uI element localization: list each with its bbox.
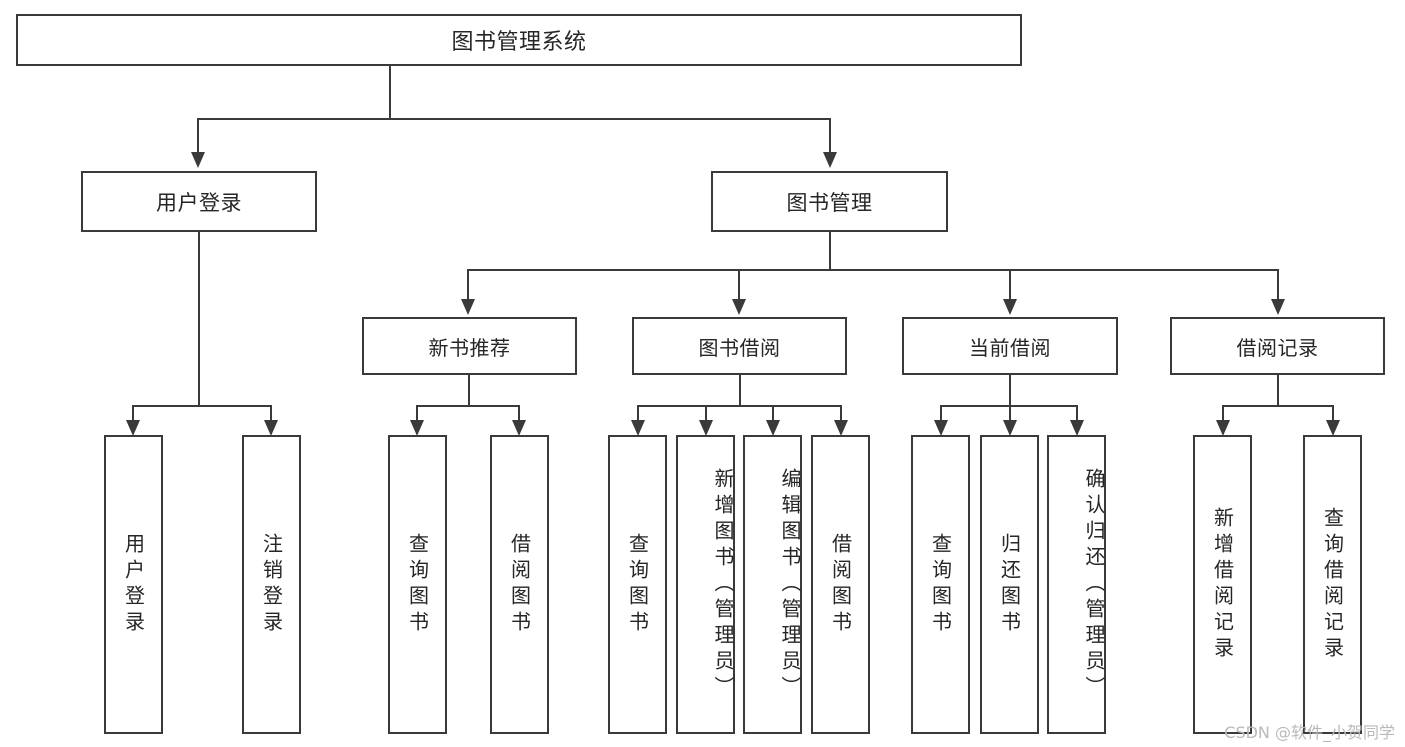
- node-label: 用户登录: [121, 532, 146, 637]
- leaf-query-book-recommend[interactable]: 查询图书: [388, 435, 447, 734]
- connector-book-borrow-drop-2: [705, 405, 707, 423]
- node-label: 新书推荐: [428, 335, 511, 360]
- arrow-to-user-login-leaf: [126, 420, 140, 436]
- connector-user-login-drop-1: [132, 405, 134, 423]
- connector-new-book-bus: [416, 405, 520, 407]
- arrow-to-logout-leaf: [264, 420, 278, 436]
- connector-current-borrow-stem: [1009, 375, 1011, 406]
- leaf-edit-book-admin[interactable]: 编辑图书（管理员）: [743, 435, 802, 734]
- node-label: 图书借阅: [698, 335, 781, 360]
- leaf-user-login[interactable]: 用户登录: [104, 435, 163, 734]
- connector-current-borrow-drop-2: [1009, 405, 1011, 423]
- leaf-return-book[interactable]: 归还图书: [980, 435, 1039, 734]
- connector-user-login-stem: [198, 232, 200, 406]
- leaf-confirm-return-admin[interactable]: 确认归还（管理员）: [1047, 435, 1106, 734]
- leaf-query-book-borrow[interactable]: 查询图书: [608, 435, 667, 734]
- node-label: 确认归还（管理员）: [1082, 467, 1106, 702]
- connector-level2-drop-left: [197, 118, 199, 154]
- connector-borrow-record-bus: [1222, 405, 1334, 407]
- node-label: 归还图书: [997, 532, 1022, 637]
- node-label: 查询图书: [625, 532, 650, 637]
- arrow-to-book-borrow: [732, 299, 746, 315]
- node-label: 图书管理系统: [451, 30, 587, 55]
- node-book-manage[interactable]: 图书管理: [711, 171, 948, 232]
- connector-level2-drop-right: [829, 118, 831, 154]
- node-book-borrow[interactable]: 图书借阅: [632, 317, 847, 375]
- connector-user-login-drop-2: [270, 405, 272, 423]
- node-label: 新增图书（管理员）: [711, 467, 735, 702]
- node-label: 编辑图书（管理员）: [778, 467, 802, 702]
- arrow-to-book-borrow-leaf-1: [631, 420, 645, 436]
- node-label: 查询图书: [405, 532, 430, 637]
- connector-new-book-drop-1: [416, 405, 418, 423]
- arrow-to-current-borrow-leaf-2: [1003, 420, 1017, 436]
- connector-current-borrow-drop-3: [1076, 405, 1078, 423]
- connector-book-borrow-drop-1: [637, 405, 639, 423]
- leaf-add-book-admin[interactable]: 新增图书（管理员）: [676, 435, 735, 734]
- node-label: 图书管理: [786, 190, 873, 215]
- connector-borrow-record-drop-2: [1332, 405, 1334, 423]
- connector-current-borrow-drop-1: [940, 405, 942, 423]
- connector-level3-drop-4: [1277, 269, 1279, 301]
- connector-new-book-drop-2: [518, 405, 520, 423]
- node-current-borrow[interactable]: 当前借阅: [902, 317, 1118, 375]
- connector-book-borrow-bus: [637, 405, 842, 407]
- leaf-add-borrow-record[interactable]: 新增借阅记录: [1193, 435, 1252, 734]
- arrow-to-new-book-leaf-1: [410, 420, 424, 436]
- leaf-query-borrow-record[interactable]: 查询借阅记录: [1303, 435, 1362, 734]
- leaf-borrow-book-recommend[interactable]: 借阅图书: [490, 435, 549, 734]
- node-label: 借阅图书: [828, 532, 853, 637]
- arrow-to-current-borrow-leaf-1: [934, 420, 948, 436]
- node-user-login[interactable]: 用户登录: [81, 171, 317, 232]
- node-label: 查询借阅记录: [1320, 506, 1345, 663]
- arrow-to-current-borrow: [1003, 299, 1017, 315]
- node-label: 借阅记录: [1236, 335, 1319, 360]
- connector-level3-bus: [467, 269, 1279, 271]
- connector-level3-drop-1: [467, 269, 469, 301]
- arrow-to-book-borrow-leaf-4: [834, 420, 848, 436]
- arrow-to-book-borrow-leaf-3: [766, 420, 780, 436]
- connector-root-stem: [389, 66, 391, 119]
- connector-level3-drop-2: [738, 269, 740, 301]
- connector-book-borrow-stem: [739, 375, 741, 406]
- node-label: 新增借阅记录: [1210, 506, 1235, 663]
- arrow-to-book-manage: [823, 152, 837, 168]
- leaf-query-book-current[interactable]: 查询图书: [911, 435, 970, 734]
- node-label: 查询图书: [928, 532, 953, 637]
- connector-borrow-record-drop-1: [1222, 405, 1224, 423]
- connector-borrow-record-stem: [1277, 375, 1279, 406]
- arrow-to-current-borrow-leaf-3: [1070, 420, 1084, 436]
- arrow-to-new-book-recommend: [461, 299, 475, 315]
- node-label: 当前借阅: [969, 335, 1051, 360]
- node-borrow-record[interactable]: 借阅记录: [1170, 317, 1385, 375]
- arrow-to-borrow-record-leaf-1: [1216, 420, 1230, 436]
- arrow-to-book-borrow-leaf-2: [699, 420, 713, 436]
- connector-new-book-stem: [468, 375, 470, 406]
- node-label: 注销登录: [259, 532, 284, 637]
- arrow-to-borrow-record: [1271, 299, 1285, 315]
- leaf-borrow-book[interactable]: 借阅图书: [811, 435, 870, 734]
- node-label: 借阅图书: [507, 532, 532, 637]
- connector-book-manage-stem: [829, 232, 831, 270]
- arrow-to-user-login: [191, 152, 205, 168]
- node-label: 用户登录: [156, 190, 242, 215]
- connector-level3-drop-3: [1009, 269, 1011, 301]
- arrow-to-new-book-leaf-2: [512, 420, 526, 436]
- connector-level2-bus: [197, 118, 831, 120]
- connector-user-login-bus: [132, 405, 271, 407]
- leaf-logout[interactable]: 注销登录: [242, 435, 301, 734]
- connector-book-borrow-drop-4: [840, 405, 842, 423]
- arrow-to-borrow-record-leaf-2: [1326, 420, 1340, 436]
- connector-book-borrow-drop-3: [772, 405, 774, 423]
- node-root-system[interactable]: 图书管理系统: [16, 14, 1022, 66]
- node-new-book-recommend[interactable]: 新书推荐: [362, 317, 577, 375]
